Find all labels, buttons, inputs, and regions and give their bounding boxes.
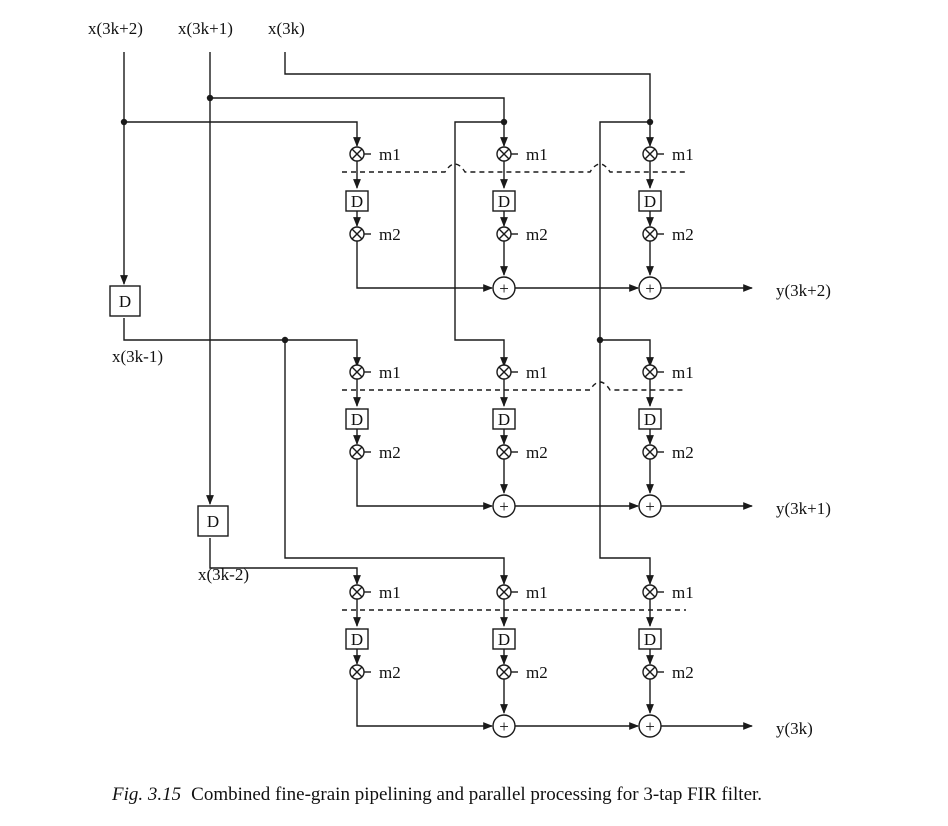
- pipeline-delay-label: D: [351, 192, 363, 211]
- multiplier-cross: [498, 586, 510, 598]
- figure-caption-text: Combined fine-grain pipelining and paral…: [191, 784, 762, 805]
- adder-symbol: +: [645, 717, 655, 736]
- input-label-x3km1: x(3k-1): [112, 347, 163, 366]
- input-label-x3k: x(3k): [268, 19, 305, 38]
- multiplier-stage-label: m2: [526, 443, 548, 462]
- figure-number: Fig. 3.15: [111, 784, 181, 805]
- junction-dot: [500, 118, 508, 126]
- delay-box: [197, 505, 229, 537]
- multiplier-stage-label: m2: [526, 225, 548, 244]
- output-label-y3k2: y(3k+2): [776, 281, 831, 300]
- input-delay-x3k1: D: [197, 505, 229, 537]
- input-label-x3k1: x(3k+1): [178, 19, 233, 38]
- multiplier-cross: [644, 666, 656, 678]
- multiplier-stage-label: m2: [379, 443, 401, 462]
- multiplier-stage-label: m1: [526, 145, 548, 164]
- figure-caption: Fig. 3.15 Combined fine-grain pipelining …: [111, 784, 762, 805]
- multiplier-stage-label: m1: [672, 363, 694, 382]
- multiplier-cross: [498, 666, 510, 678]
- adder-symbol: +: [499, 497, 509, 516]
- multiplier-cross: [351, 586, 363, 598]
- multiplier-stage-label: m1: [672, 145, 694, 164]
- multiplier-stage-label: m1: [379, 145, 401, 164]
- junction-dot: [596, 336, 604, 344]
- junction-dots: [120, 94, 654, 344]
- adder-symbol: +: [499, 279, 509, 298]
- multiplier-cross: [498, 148, 510, 160]
- output-label-y3k: y(3k): [776, 719, 813, 738]
- pipeline-delay-label: D: [498, 192, 510, 211]
- pipeline-delay-label: D: [644, 192, 656, 211]
- multiplier-stage-label: m2: [672, 225, 694, 244]
- processing-cells: m1Dm2m1Dm2m1Dm2++m1Dm2m1Dm2m1Dm2++m1Dm2m…: [345, 145, 753, 738]
- multiplier-cross: [351, 366, 363, 378]
- multiplier-stage-label: m2: [379, 663, 401, 682]
- multiplier-cross: [644, 366, 656, 378]
- multiplier-stage-label: m2: [379, 225, 401, 244]
- junction-dot: [206, 94, 214, 102]
- pipeline-delay-label: D: [351, 410, 363, 429]
- junction-dot: [281, 336, 289, 344]
- delay-box-label: D: [207, 512, 219, 531]
- multiplier-stage-label: m1: [379, 583, 401, 602]
- output-label-y3k1: y(3k+1): [776, 499, 831, 518]
- input-label-x3k2: x(3k+2): [88, 19, 143, 38]
- adder-symbol: +: [645, 279, 655, 298]
- multiplier-cross: [498, 446, 510, 458]
- junction-dot: [120, 118, 128, 126]
- multiplier-cross: [351, 148, 363, 160]
- pipeline-cutset-1: [342, 163, 686, 173]
- multiplier-stage-label: m1: [526, 583, 548, 602]
- wire-col1-to-adder: [356, 679, 493, 730]
- multiplier-stage-label: m1: [379, 363, 401, 382]
- multiplier-stage-label: m2: [672, 663, 694, 682]
- multiplier-cross: [644, 228, 656, 240]
- pipeline-cutset-2: [342, 381, 686, 391]
- multiplier-cross: [498, 228, 510, 240]
- multiplier-cross: [351, 666, 363, 678]
- wire-col1-to-adder: [356, 459, 493, 510]
- pipeline-delay-label: D: [351, 630, 363, 649]
- multiplier-stage-label: m1: [526, 363, 548, 382]
- input-label-x3km2: x(3k-2): [198, 565, 249, 584]
- feed-wires: [120, 52, 654, 585]
- junction-dot: [646, 118, 654, 126]
- wire-col1-to-adder: [356, 241, 493, 292]
- adder-symbol: +: [499, 717, 509, 736]
- multiplier-stage-label: m2: [672, 443, 694, 462]
- multiplier-cross: [351, 228, 363, 240]
- multiplier-cross: [351, 446, 363, 458]
- multiplier-stage-label: m1: [672, 583, 694, 602]
- pipeline-delay-label: D: [498, 410, 510, 429]
- delay-box: [109, 285, 141, 317]
- multiplier-cross: [644, 446, 656, 458]
- delay-box-label: D: [119, 292, 131, 311]
- multiplier-cross: [498, 366, 510, 378]
- adder-symbol: +: [645, 497, 655, 516]
- pipeline-delay-label: D: [644, 410, 656, 429]
- multiplier-stage-label: m2: [526, 663, 548, 682]
- input-delay-x3k2: D: [109, 285, 141, 317]
- multiplier-cross: [644, 148, 656, 160]
- pipeline-delay-label: D: [644, 630, 656, 649]
- multiplier-cross: [644, 586, 656, 598]
- pipeline-delay-label: D: [498, 630, 510, 649]
